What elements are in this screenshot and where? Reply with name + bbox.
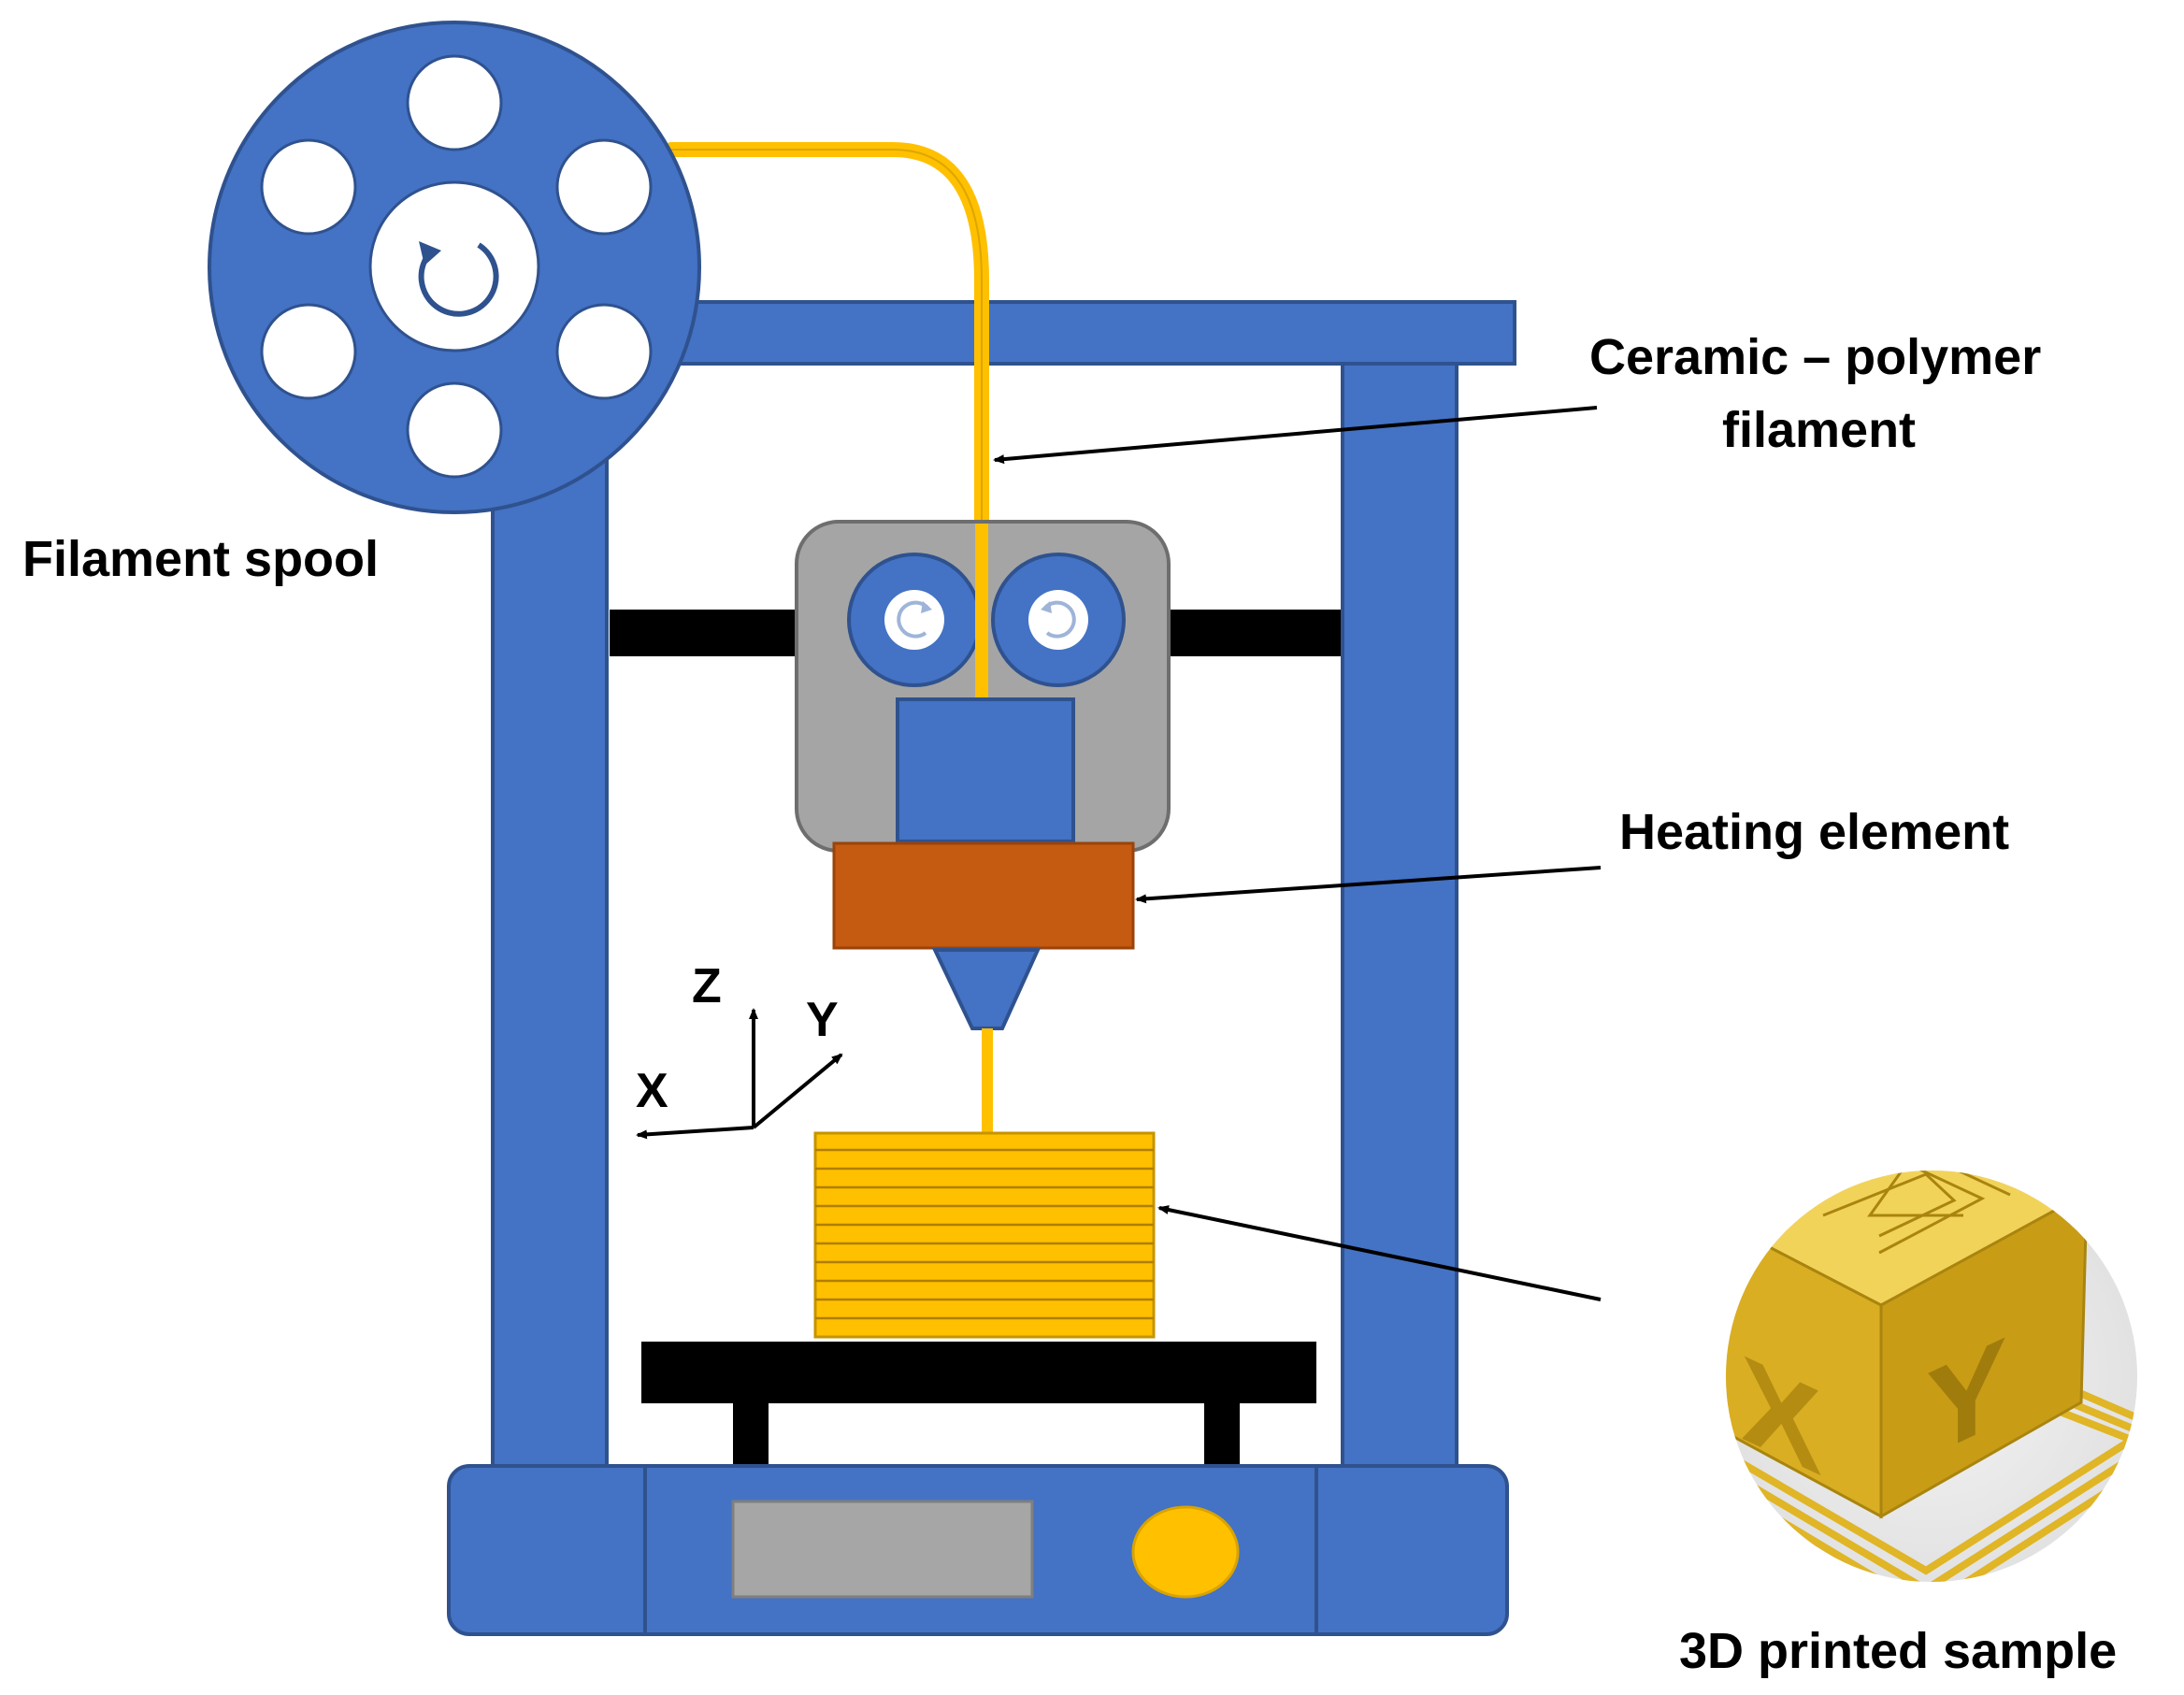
- printer-base: [447, 1464, 1509, 1636]
- label-filament-line1: Ceramic – polymer: [1589, 329, 2041, 385]
- sample-arrow: [1157, 1205, 1602, 1301]
- rotate-icon: [897, 600, 932, 639]
- extruder-block: [896, 697, 1075, 843]
- build-plate-leg-left: [733, 1403, 769, 1467]
- display-screen: [731, 1500, 1034, 1599]
- filament-arrow: [993, 406, 1598, 465]
- build-plate-leg-right: [1204, 1403, 1240, 1467]
- printer-frame: [491, 297, 1516, 1516]
- label-3d-printed-sample: 3D printed sample: [1679, 1623, 2117, 1679]
- label-heating-element: Heating element: [1619, 804, 2009, 860]
- spool-hole: [260, 303, 357, 400]
- build-plate: [641, 1342, 1316, 1467]
- heating-element-arrow: [1135, 866, 1602, 904]
- nozzle: [931, 948, 1042, 1030]
- label-filament-line2: filament: [1722, 402, 1916, 458]
- spool-hole: [406, 381, 503, 479]
- extruded-filament: [982, 1028, 993, 1133]
- spool-hole: [260, 138, 357, 236]
- heating-block: [832, 841, 1135, 950]
- top-beam: [653, 300, 1516, 366]
- axis-label-y: Y: [806, 993, 839, 1047]
- spool-hole: [555, 303, 653, 400]
- filament-spool: [208, 21, 701, 514]
- right-column: [1341, 358, 1458, 1516]
- axis-triad: Z Y X: [636, 959, 843, 1140]
- spool-hole: [555, 138, 653, 236]
- rotate-icon: [418, 241, 499, 317]
- printed-part: [813, 1131, 1156, 1339]
- spool-hole: [406, 54, 503, 151]
- leader-arrows: [993, 406, 1602, 1301]
- control-knob: [1131, 1505, 1240, 1599]
- axis-label-z: Z: [692, 959, 722, 1013]
- spool-hub: [368, 180, 540, 352]
- axis-label-x: X: [636, 1064, 668, 1118]
- sample-inset: X Y: [1726, 1171, 2137, 1582]
- extruder-head: [795, 520, 1171, 1030]
- rotate-icon: [1041, 600, 1076, 639]
- label-filament-spool: Filament spool: [22, 531, 379, 587]
